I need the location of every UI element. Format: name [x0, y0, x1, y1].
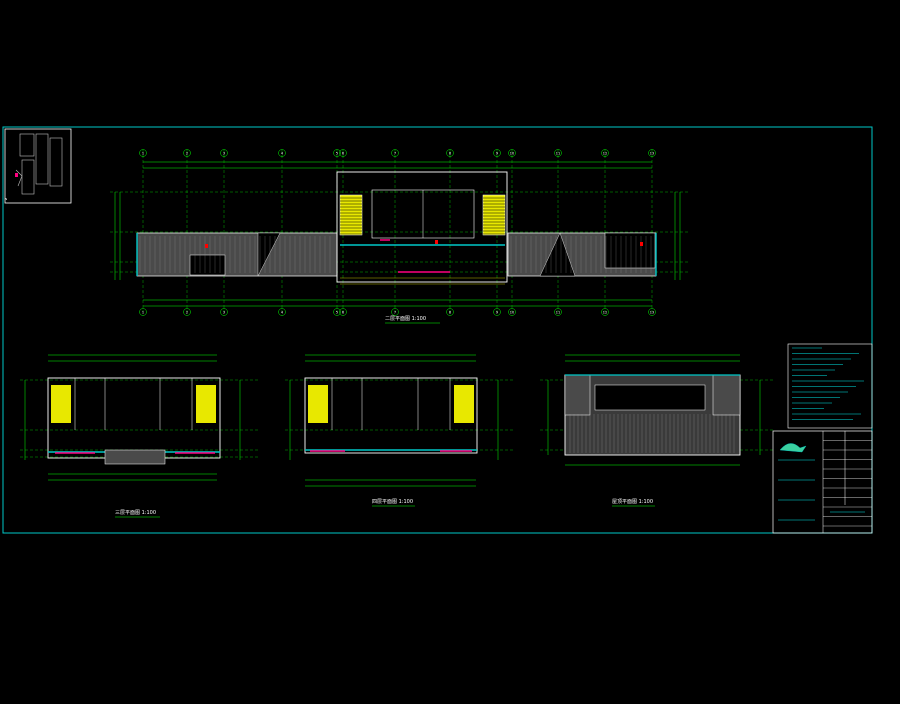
grid-axis-bubble: [648, 308, 656, 316]
grid-axis-bubble: [446, 149, 454, 157]
grid-axis-bubble: [139, 149, 147, 157]
grid-axis-bubble: [391, 308, 399, 316]
grid-axis-bubble: [391, 149, 399, 157]
grid-axis-label: 11: [556, 311, 560, 315]
grid-axis-label: 3: [223, 311, 225, 315]
grid-axis-bubble: [278, 149, 286, 157]
sheet-border: [2, 126, 873, 534]
grid-axis-bubble: [554, 308, 562, 316]
grid-axis-label: 1: [142, 311, 144, 315]
firm-logo: [779, 443, 807, 453]
grid-axis-label: 1: [142, 152, 144, 156]
grid-axis-label: 2: [186, 152, 188, 156]
grid-axis-bubble: [493, 308, 501, 316]
grid-axis-label: 10: [510, 152, 514, 156]
roof-plan: 屋顶平面图 1:100: [540, 354, 775, 507]
grid-axis-bubble: [339, 149, 347, 157]
grid-axis-bubble: [508, 308, 516, 316]
key-plan: N: [4, 128, 72, 204]
grid-axis-bubble: [183, 149, 191, 157]
grid-axis-bubble: [446, 308, 454, 316]
third-floor-title: 三层平面图 1:100: [115, 510, 156, 516]
roof-title: 屋顶平面图 1:100: [612, 499, 653, 505]
grid-axis-label: 3: [223, 152, 225, 156]
grid-axis-label: 13: [650, 311, 654, 315]
grid-axis-bubble: [333, 149, 341, 157]
grid-axis-label: 7: [394, 311, 396, 315]
grid-axis-label: 2: [186, 311, 188, 315]
grid-axis-bubble: [183, 308, 191, 316]
grid-axis-label: 6: [342, 311, 344, 315]
second-floor-title: 二层平面图 1:100: [385, 316, 426, 322]
grid-axis-label: 10: [510, 311, 514, 315]
grid-axis-bubble: [493, 149, 501, 157]
grid-axis-label: 4: [281, 152, 284, 156]
grid-axis-bubble: [333, 308, 341, 316]
grid-axis-bubble: [220, 149, 228, 157]
grid-axis-bubble: [220, 308, 228, 316]
grid-axis-label: 6: [342, 152, 344, 156]
grid-axis-label: 12: [603, 311, 607, 315]
general-notes: [787, 343, 873, 429]
grid-axis-label: 5: [336, 152, 338, 156]
grid-axis-label: 9: [496, 152, 498, 156]
grid-axis-label: 11: [556, 152, 560, 156]
grid-axis-bubble: [339, 308, 347, 316]
grid-axis-label: 7: [394, 152, 396, 156]
grid-axis-bubble: [601, 149, 609, 157]
grid-axis-label: 9: [496, 311, 498, 315]
grid-axis-bubble: [648, 149, 656, 157]
grid-axis-bubble: [278, 308, 286, 316]
key-plan-label: N: [5, 197, 7, 201]
grid-axis-label: 4: [281, 311, 284, 315]
third-floor-plan: 三层平面图 1:100: [20, 354, 260, 518]
grid-axis-label: 13: [650, 152, 654, 156]
fourth-floor-title: 四层平面图 1:100: [372, 499, 413, 505]
grid-axis-label: 8: [449, 311, 451, 315]
grid-axis-bubble: [508, 149, 516, 157]
fourth-floor-plan: 四层平面图 1:100: [285, 354, 515, 507]
title-block: [772, 430, 873, 534]
grid-axis-bubble: [139, 308, 147, 316]
grid-axis-label: 12: [603, 152, 607, 156]
grid-axis-label: 8: [449, 152, 451, 156]
grid-axis-label: 5: [336, 311, 338, 315]
grid-axis-bubble: [601, 308, 609, 316]
grid-axis-bubble: [554, 149, 562, 157]
